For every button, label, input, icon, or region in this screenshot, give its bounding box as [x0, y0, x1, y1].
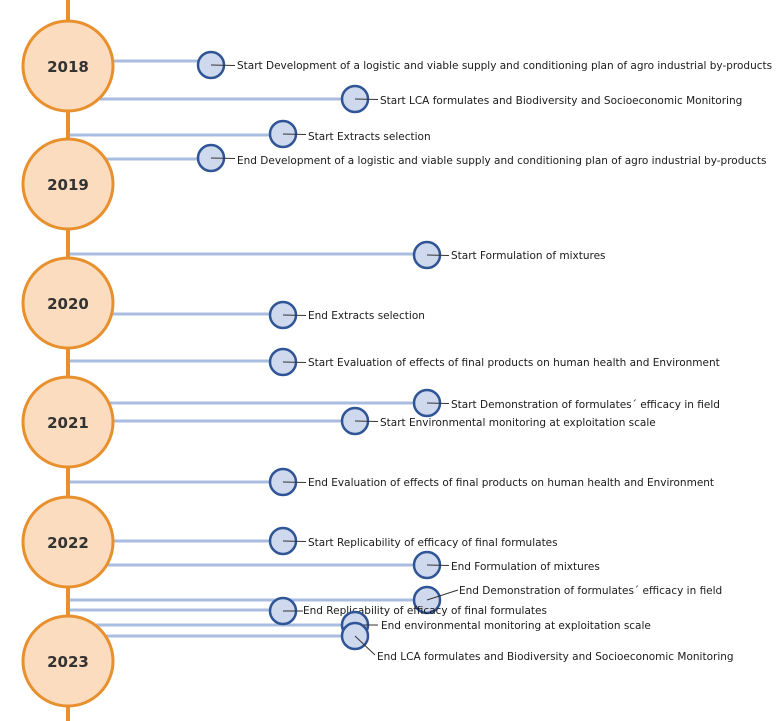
- year-marker-2020: 2020: [21, 256, 115, 350]
- year-circle: [21, 19, 115, 113]
- year-circle: [21, 614, 115, 708]
- event-marker: End LCA formulates and Biodiversity and …: [340, 621, 734, 663]
- event-leader-line: [354, 420, 379, 422]
- year-label: 2019: [47, 176, 89, 194]
- year-marker-2023: 2023: [21, 614, 115, 708]
- event-marker: End Formulation of mixtures: [412, 550, 600, 580]
- event-label: End LCA formulates and Biodiversity and …: [377, 651, 734, 663]
- event-label: End Extracts selection: [308, 310, 425, 322]
- year-circle: [21, 495, 115, 589]
- event-marker: Start LCA formulates and Biodiversity an…: [340, 84, 742, 114]
- event-marker: End Extracts selection: [268, 300, 425, 330]
- event-label: Start LCA formulates and Biodiversity an…: [380, 95, 742, 107]
- year-label: 2020: [47, 295, 89, 313]
- event-leader-line: [210, 157, 236, 159]
- event-marker: End Evaluation of effects of final produ…: [268, 467, 714, 497]
- event-label: Start Environmental monitoring at exploi…: [380, 417, 656, 429]
- year-marker-2022: 2022: [21, 495, 115, 589]
- year-circle: [21, 375, 115, 469]
- year-label: 2018: [47, 58, 89, 76]
- event-label: End Formulation of mixtures: [451, 561, 600, 573]
- event-leader-line: [282, 314, 307, 316]
- event-label: End Development of a logistic and viable…: [237, 155, 766, 167]
- event-marker: Start Replicability of efficacy of final…: [268, 526, 558, 556]
- event-marker: End Development of a logistic and viable…: [196, 143, 766, 173]
- year-marker-2021: 2021: [21, 375, 115, 469]
- event-marker: Start Formulation of mixtures: [412, 240, 606, 270]
- year-label: 2022: [47, 534, 89, 552]
- event-label: End environmental monitoring at exploita…: [381, 620, 651, 632]
- event-label: End Evaluation of effects of final produ…: [308, 477, 714, 489]
- event-leader-line: [282, 481, 307, 483]
- event-label: Start Replicability of efficacy of final…: [308, 537, 558, 549]
- year-circle: [21, 137, 115, 231]
- year-label: 2023: [47, 653, 89, 671]
- event-marker: Start Development of a logistic and viab…: [196, 50, 772, 80]
- event-label: End Demonstration of formulates´ efficac…: [459, 585, 722, 597]
- year-circle: [21, 256, 115, 350]
- event-leader-line: [426, 589, 459, 601]
- event-leader-line: [426, 254, 450, 256]
- event-label: Start Formulation of mixtures: [451, 250, 606, 262]
- year-marker-2018: 2018: [21, 19, 115, 113]
- event-label: End Replicability of efficacy of final f…: [303, 605, 547, 617]
- year-label: 2021: [47, 414, 89, 432]
- event-label: Start Evaluation of effects of final pro…: [308, 357, 720, 369]
- event-marker: Start Demonstration of formulates´ effic…: [412, 388, 720, 418]
- event-leader-line: [354, 635, 376, 656]
- event-leader-line: [354, 98, 379, 100]
- event-label: Start Development of a logistic and viab…: [237, 60, 772, 72]
- event-leader-line: [210, 64, 236, 66]
- event-leader-line: [282, 361, 307, 363]
- event-leader-line: [282, 540, 307, 542]
- event-marker: Start Evaluation of effects of final pro…: [268, 347, 720, 377]
- event-leader-line: [282, 133, 307, 135]
- event-marker: Start Environmental monitoring at exploi…: [340, 406, 656, 436]
- event-leader-line: [426, 564, 450, 566]
- year-marker-2019: 2019: [21, 137, 115, 231]
- event-label: Start Demonstration of formulates´ effic…: [451, 399, 720, 411]
- event-label: Start Extracts selection: [308, 131, 431, 143]
- event-marker: End Demonstration of formulates´ efficac…: [412, 585, 722, 615]
- event-marker: Start Extracts selection: [268, 119, 431, 149]
- event-leader-line: [426, 402, 450, 404]
